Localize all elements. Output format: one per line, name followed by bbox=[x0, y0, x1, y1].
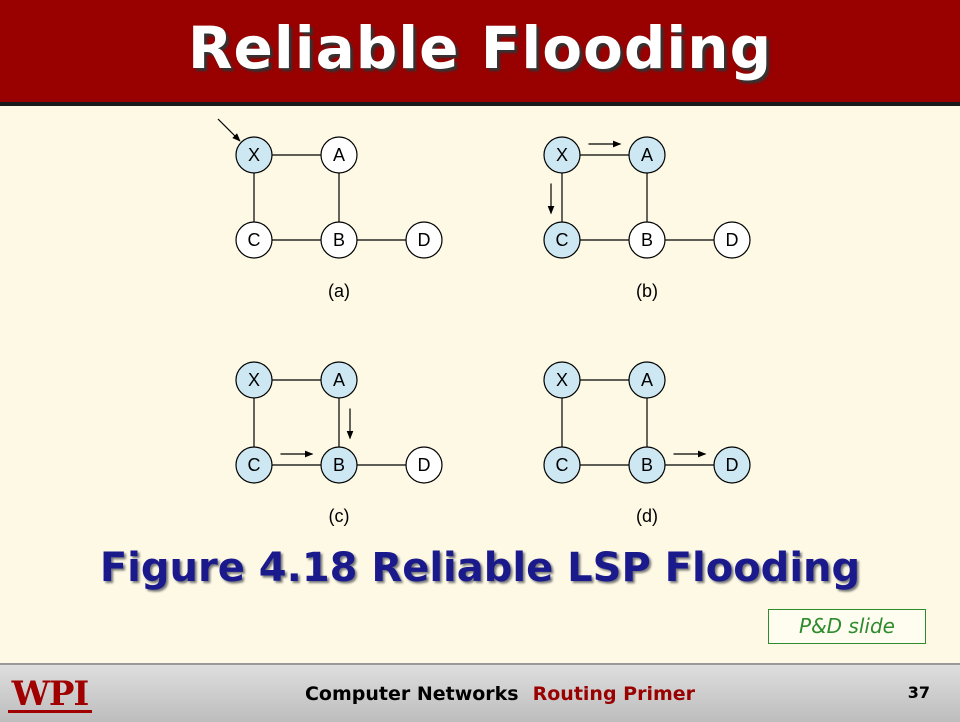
arrow-ext-X bbox=[217, 118, 241, 142]
panel-label: (a) bbox=[328, 281, 350, 301]
wpi-logo-underline bbox=[8, 710, 92, 713]
title-bar-rule bbox=[0, 102, 960, 106]
panel-c: X A C B D (c) bbox=[235, 361, 443, 526]
node-label-D: D bbox=[418, 230, 431, 250]
wpi-logo: WPI bbox=[6, 672, 94, 714]
node-label-C: C bbox=[248, 455, 261, 475]
slide-title: Reliable Flooding bbox=[187, 14, 773, 82]
node-B bbox=[320, 446, 358, 484]
node-label-X: X bbox=[556, 370, 568, 390]
node-label-D: D bbox=[726, 455, 739, 475]
node-label-X: X bbox=[556, 145, 568, 165]
panel-label: (d) bbox=[636, 506, 658, 526]
panel-d: X A C B D (d) bbox=[543, 361, 751, 526]
panel-label: (c) bbox=[329, 506, 350, 526]
node-label-A: A bbox=[641, 145, 653, 165]
node-C bbox=[543, 221, 581, 259]
node-C bbox=[235, 446, 273, 484]
node-label-B: B bbox=[333, 230, 345, 250]
node-label-X: X bbox=[248, 370, 260, 390]
node-D bbox=[405, 446, 443, 484]
node-A bbox=[320, 136, 358, 174]
node-label-D: D bbox=[726, 230, 739, 250]
source-note: P&D slide bbox=[768, 609, 926, 644]
node-label-A: A bbox=[641, 370, 653, 390]
node-label-A: A bbox=[333, 370, 345, 390]
node-label-C: C bbox=[556, 230, 569, 250]
figure-caption: Figure 4.18 Reliable LSP Flooding bbox=[99, 545, 861, 591]
node-label-C: C bbox=[556, 455, 569, 475]
node-X bbox=[543, 136, 581, 174]
wpi-logo-text: WPI bbox=[11, 674, 90, 714]
node-D bbox=[713, 446, 751, 484]
flooding-diagram: X A C B D (a) X A C B D (b) X A C B D (c) X A C B D (d) bbox=[217, 118, 751, 526]
node-label-A: A bbox=[333, 145, 345, 165]
node-label-C: C bbox=[248, 230, 261, 250]
node-D bbox=[713, 221, 751, 259]
node-A bbox=[320, 361, 358, 399]
footer-course: Computer Networks bbox=[304, 683, 519, 705]
panel-b: X A C B D (b) bbox=[543, 136, 751, 301]
node-label-D: D bbox=[418, 455, 431, 475]
panel-a: X A C B D (a) bbox=[217, 118, 443, 301]
page-number: 37 bbox=[907, 683, 930, 702]
footer-text: Computer Networks Routing Primer bbox=[0, 683, 960, 705]
node-label-X: X bbox=[248, 145, 260, 165]
node-label-B: B bbox=[333, 455, 345, 475]
node-B bbox=[628, 221, 666, 259]
node-label-B: B bbox=[641, 455, 653, 475]
footer-bar bbox=[0, 663, 960, 722]
node-B bbox=[320, 221, 358, 259]
node-B bbox=[628, 446, 666, 484]
node-X bbox=[543, 361, 581, 399]
node-C bbox=[543, 446, 581, 484]
panel-label: (b) bbox=[636, 281, 658, 301]
title-bar bbox=[0, 0, 960, 102]
diagram-panels: X A C B D (a) X A C B D (b) X A C B D (c) X A C B D (d) bbox=[217, 118, 751, 526]
node-C bbox=[235, 221, 273, 259]
node-A bbox=[628, 361, 666, 399]
footer-topic: Routing Primer bbox=[532, 683, 696, 705]
node-D bbox=[405, 221, 443, 259]
node-label-B: B bbox=[641, 230, 653, 250]
node-X bbox=[235, 136, 273, 174]
node-A bbox=[628, 136, 666, 174]
node-X bbox=[235, 361, 273, 399]
